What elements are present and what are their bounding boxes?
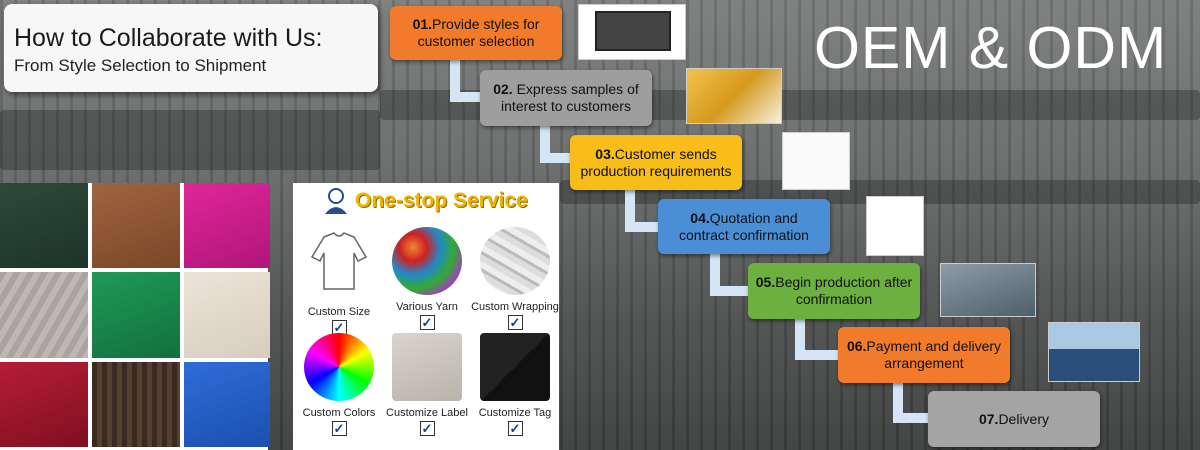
- brown-cardigan-photo: [92, 362, 180, 447]
- contract-document-thumbnail: [866, 196, 924, 256]
- step-text: Customer sends production requirements: [580, 145, 732, 179]
- green-sweater-photo: [0, 183, 88, 268]
- step-text: Payment and delivery arrangement: [866, 338, 1002, 371]
- courier-parcel-thumbnail: [686, 68, 782, 124]
- step-text: Provide styles for customer selection: [417, 16, 540, 49]
- step-number: 02.: [493, 81, 513, 97]
- fabric-label-icon: [392, 333, 462, 401]
- service-label: Custom Colors: [302, 407, 376, 419]
- page-subtitle: From Style Selection to Shipment: [14, 56, 267, 75]
- sweater-sketch-icon: [310, 232, 368, 290]
- factory-background: [0, 110, 380, 170]
- connector-1-2: [450, 60, 482, 102]
- grey-knit-photo: [0, 272, 88, 358]
- various-yarn-item: Various Yarn ✓: [383, 227, 471, 330]
- connector-4-5: [710, 253, 750, 296]
- connector-2-3: [540, 125, 572, 163]
- service-title: One-stop Service: [355, 189, 528, 212]
- checkbox-icon: ✓: [331, 421, 347, 436]
- step-number: 06.: [846, 338, 867, 354]
- brown-sweater-photo: [92, 183, 180, 268]
- step-number: 05.: [755, 274, 776, 290]
- service-label: Custom Wrapping: [471, 301, 559, 313]
- page-title: How to Collaborate with Us:: [14, 24, 323, 52]
- red-sweater-photo: [0, 362, 88, 447]
- step-2: 02. Express samples of interest to custo…: [480, 70, 652, 126]
- hang-tag-icon: [480, 333, 550, 401]
- step-text: Express samples of interest to customers: [501, 81, 639, 114]
- step-text: Delivery: [998, 410, 1050, 427]
- laptop-catalog-thumbnail: [578, 4, 686, 60]
- step-number: 07.: [978, 410, 999, 427]
- laptop-screen-icon: [595, 11, 671, 51]
- customize-tag-item: Customize Tag ✓: [471, 333, 559, 436]
- tech-sketch-thumbnail: [782, 132, 850, 190]
- blue-sweater-photo: [184, 362, 270, 447]
- cargo-ship-thumbnail: [1048, 322, 1140, 382]
- checkbox-icon: ✓: [507, 421, 523, 436]
- connector-6-7: [893, 382, 930, 423]
- oem-odm-headline: OEM & ODM: [814, 15, 1168, 81]
- step-6: 06.Payment and delivery arrangement: [838, 327, 1010, 383]
- service-label: Various Yarn: [396, 301, 458, 313]
- service-person-icon: [325, 188, 347, 214]
- checkbox-icon: ✓: [507, 315, 523, 330]
- step-4: 04.Quotation and contract confirmation: [658, 199, 830, 254]
- step-7: 07.Delivery: [928, 391, 1100, 447]
- wrapping-bags-icon: [480, 227, 550, 295]
- step-number: 01.: [412, 16, 433, 32]
- color-wheel-icon: [304, 333, 374, 401]
- step-text: Quotation and contract confirmation: [679, 209, 809, 243]
- custom-colors-item: Custom Colors ✓: [295, 333, 383, 436]
- service-label: Customize Tag: [478, 407, 552, 419]
- service-label: Customize Label: [386, 407, 468, 419]
- one-stop-service-panel: One-stop Service Custom Size ✓ Various Y…: [293, 183, 559, 450]
- sweater-photo-grid: [0, 183, 270, 450]
- step-1: 01.Provide styles for customer selection: [390, 6, 562, 60]
- connector-3-4: [625, 188, 660, 232]
- custom-size-item: Custom Size ✓: [295, 227, 383, 335]
- title-card: How to Collaborate with Us: From Style S…: [4, 4, 378, 92]
- custom-wrapping-item: Custom Wrapping ✓: [471, 227, 559, 330]
- cream-knit-photo: [184, 272, 270, 358]
- step-3: 03.Customer sends production requirement…: [570, 135, 742, 190]
- factory-machine-thumbnail: [940, 263, 1036, 317]
- yarn-spools-icon: [392, 227, 462, 295]
- green-knit-photo: [92, 272, 180, 358]
- checkbox-icon: ✓: [419, 315, 435, 330]
- service-header: One-stop Service: [323, 187, 528, 215]
- step-5: 05.Begin production after confirmation: [748, 263, 920, 319]
- pink-sweater-photo: [184, 183, 270, 268]
- step-text: Begin production after confirmation: [775, 274, 913, 307]
- step-number: 04.: [690, 209, 710, 226]
- checkbox-icon: ✓: [419, 421, 435, 436]
- customize-label-item: Customize Label ✓: [383, 333, 471, 436]
- step-number: 03.: [595, 145, 615, 162]
- connector-5-6: [795, 318, 840, 360]
- service-label: Custom Size: [307, 306, 371, 318]
